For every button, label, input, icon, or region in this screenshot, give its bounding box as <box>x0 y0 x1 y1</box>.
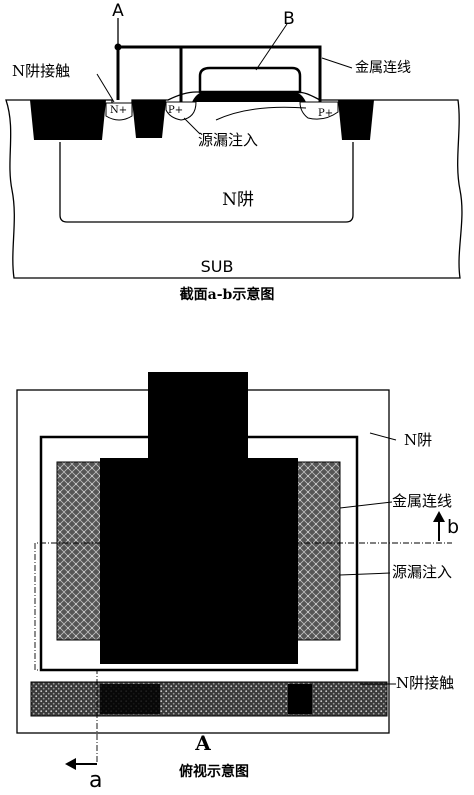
terminal-b-label: B <box>283 9 295 29</box>
terminal-a-label: A <box>112 1 124 21</box>
cut-line <box>34 542 452 762</box>
leader-metal <box>321 57 353 69</box>
cut-arrow-b-head <box>433 511 445 522</box>
top-view-caption: 俯视示意图 <box>179 763 249 780</box>
metal-line-label: 金属连线 <box>355 60 411 76</box>
isolation-trench-left <box>30 100 106 140</box>
cut-arrow-a-head <box>65 758 76 770</box>
top-nwell-contact-label: N阱接触 <box>396 674 454 692</box>
nwell-region <box>59 142 354 223</box>
metal-interconnect <box>116 45 322 102</box>
isolation-trench-middle <box>132 100 166 138</box>
top-nwell-label: N阱 <box>404 431 432 449</box>
p-plus-left-label: P+ <box>168 105 183 116</box>
p-plus-right-label: P+ <box>318 108 333 119</box>
leader-nwell-top <box>369 432 397 441</box>
leader-nwell-contact <box>96 73 115 103</box>
n-plus-label: N+ <box>110 105 127 116</box>
leader-metal-top <box>339 501 393 509</box>
substrate-outline <box>5 91 463 279</box>
nwell-contact-dark-right <box>288 684 312 714</box>
leader-implant-top <box>339 572 391 576</box>
nwell-label: N阱 <box>222 190 254 210</box>
junction-dot <box>114 43 122 51</box>
top-terminal-a-label: A <box>194 731 211 755</box>
gate-oxide <box>192 92 306 102</box>
p-plus-diffusion-left <box>165 101 197 121</box>
leader-implant-right <box>215 106 307 121</box>
cross-section: A B N阱接触 金属连线 源漏注入 N+ P+ P+ N阱 SUB 截面a-b… <box>5 1 463 303</box>
gate-poly <box>198 66 302 94</box>
source-drain-implant-right <box>291 461 341 641</box>
cut-b-label: b <box>447 516 459 538</box>
top-implant-label: 源漏注入 <box>392 563 452 581</box>
metal-gate-body <box>100 458 298 664</box>
top-metal-line-label: 金属连线 <box>392 492 452 510</box>
leader-implant <box>183 117 201 135</box>
p-plus-diffusion-right <box>299 101 339 120</box>
cut-a-label: a <box>89 768 102 793</box>
metal-top-extension <box>148 372 248 462</box>
substrate-label: SUB <box>201 257 234 276</box>
nwell-contact-strip <box>30 681 388 717</box>
nwell-contact-label: N阱接触 <box>12 62 70 80</box>
isolation-trench-right <box>338 100 374 140</box>
source-drain-implant-left <box>56 461 106 641</box>
leader-b <box>255 23 288 71</box>
top-view: N阱 金属连线 b 源漏注入 N阱接触 A a 俯视示意图 <box>16 372 459 793</box>
nwell-contact-dark-left <box>100 684 160 714</box>
n-plus-diffusion <box>105 102 133 121</box>
section-caption: 截面a-b示意图 <box>180 286 275 303</box>
source-drain-implant-label: 源漏注入 <box>198 131 258 149</box>
